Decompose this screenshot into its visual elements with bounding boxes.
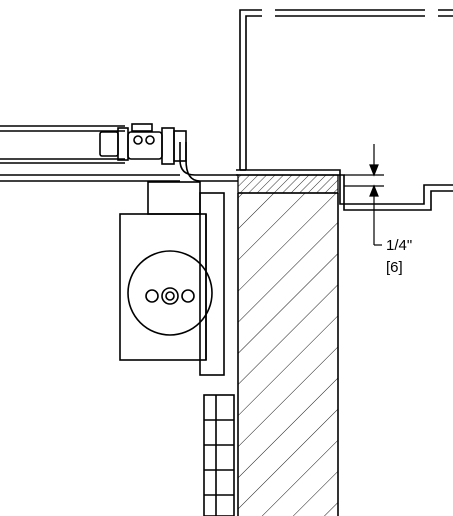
dimension-imperial-label: 1/4" [386, 237, 412, 254]
closer-arm [0, 123, 238, 182]
door-slab [237, 192, 339, 516]
gap-dimension [344, 144, 384, 246]
closer-body [119, 181, 225, 376]
hinge [203, 394, 235, 516]
stop-shim [237, 174, 339, 194]
dimension-metric-label: [6] [386, 259, 403, 276]
frame-header [236, 8, 453, 211]
